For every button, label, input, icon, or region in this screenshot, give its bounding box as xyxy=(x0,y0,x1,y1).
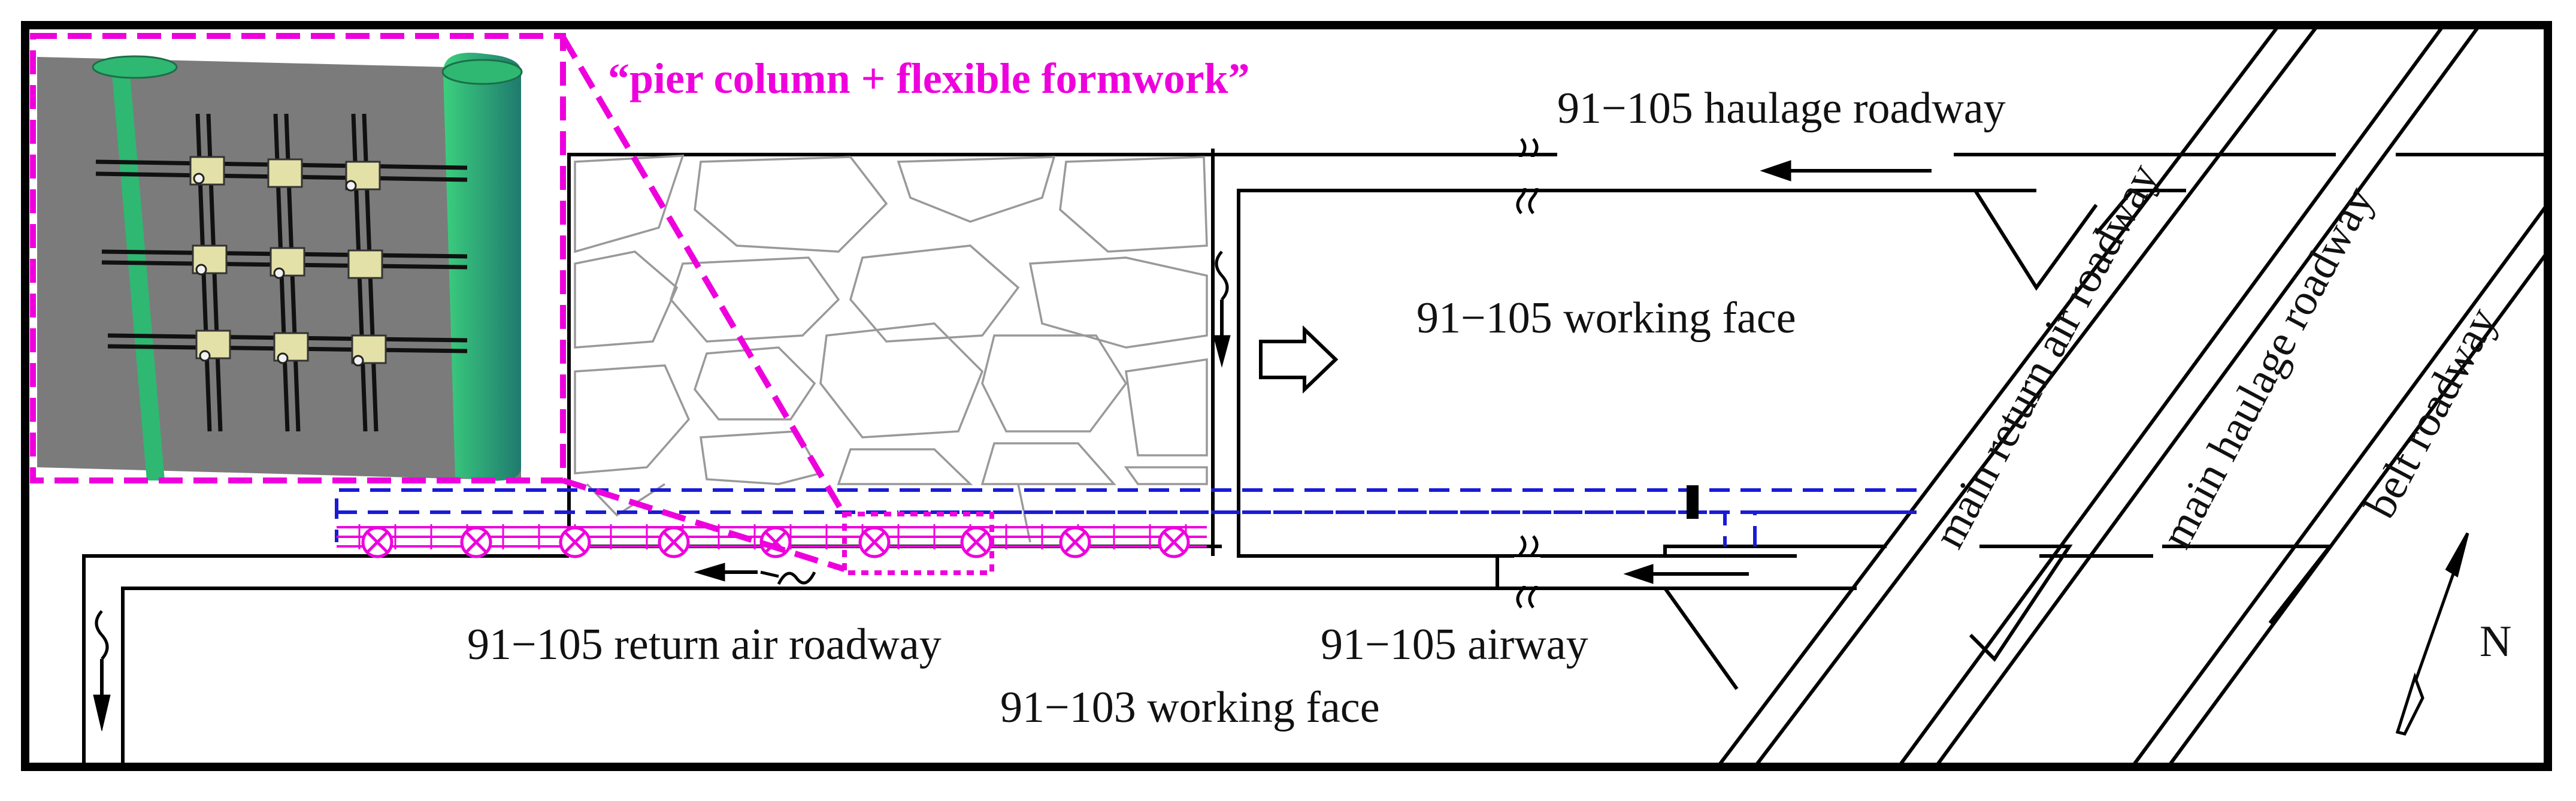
break-marks xyxy=(1514,138,1540,609)
pier-column-icon xyxy=(858,526,891,558)
airway-105-label: 91−105 airway xyxy=(1321,620,1588,669)
pier-column-icon xyxy=(1059,526,1091,558)
north-label: N xyxy=(2480,617,2511,666)
goaf-rock xyxy=(574,155,1208,543)
airflow-arrow-icon xyxy=(1213,250,1231,368)
haulage-roadway-105-label: 91−105 haulage roadway xyxy=(1557,84,2006,133)
ventilation-line xyxy=(335,485,1917,546)
pier-column-icon xyxy=(960,526,992,558)
airflow-arrows xyxy=(93,160,1932,732)
pier-column-icon xyxy=(658,526,690,558)
airflow-arrow-icon xyxy=(93,610,111,732)
airflow-arrow-icon xyxy=(694,563,816,585)
pier-column-icon xyxy=(1158,526,1190,558)
pier-column-icon xyxy=(361,526,393,558)
return-airway-roads xyxy=(82,545,1887,767)
pier-column-icon xyxy=(559,526,591,558)
airflow-arrow-icon xyxy=(1760,160,1932,182)
main-roadways xyxy=(1663,25,2548,767)
return-air-roadway-105-label: 91−105 return air roadway xyxy=(467,620,942,669)
callout-label: “pier column + flexible formwork” xyxy=(608,55,1250,102)
zoom-target-box xyxy=(842,512,994,575)
working-face-105-label: 91−105 working face xyxy=(1416,294,1796,343)
pier-column-icon xyxy=(460,526,492,558)
working-face-103-label: 91−103 working face xyxy=(1000,683,1380,732)
north-arrow-icon xyxy=(2395,532,2469,736)
pier-inset xyxy=(30,33,847,572)
air-door-icon xyxy=(1687,485,1699,519)
advance-arrow-icon xyxy=(1259,325,1339,394)
airflow-arrow-icon xyxy=(1623,564,1749,584)
